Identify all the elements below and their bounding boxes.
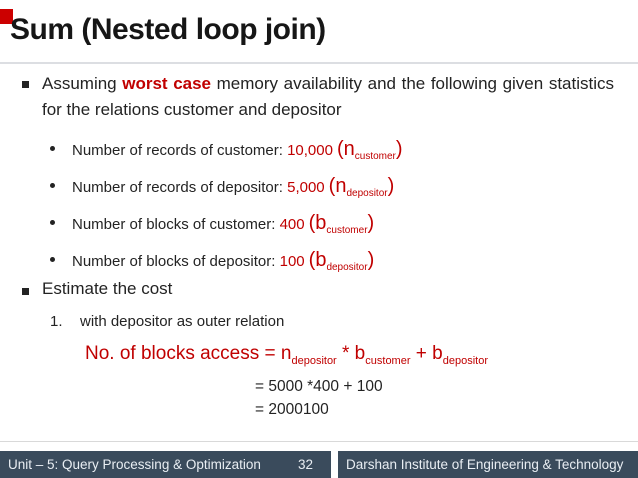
footer-institute-text: Darshan Institute of Engineering & Techn… (346, 457, 624, 472)
close-paren: ) (367, 212, 375, 234)
estimate-step: 1. with depositor as outer relation (50, 313, 284, 330)
stat-symbol: n (335, 175, 347, 197)
open-paren: ( (308, 249, 316, 271)
bullet-dot-icon (50, 146, 55, 151)
stat-value-group: 400(bcustomer) (279, 212, 375, 236)
intro-paragraph: Assuming worst case memory availability … (42, 71, 614, 123)
stat-row-records-depositor: Number of records of depositor: 5,000(nd… (50, 174, 394, 206)
slide-accent-marker-icon (0, 9, 13, 24)
title-divider (0, 62, 638, 64)
stat-row-blocks-customer: Number of blocks of customer: 400(bcusto… (50, 211, 374, 243)
formula-subscript: depositor (442, 355, 489, 367)
stat-symbol: b (315, 212, 327, 234)
footer-institute-bar: Darshan Institute of Engineering & Techn… (338, 451, 638, 478)
bullet-dot-icon (50, 220, 55, 225)
stat-value-group: 100(bdepositor) (279, 249, 375, 273)
calculation-line: = 5000 *400 + 100 (255, 378, 383, 395)
bullet-dot-icon (50, 257, 55, 262)
stat-subscript: depositor (346, 188, 388, 199)
footer-unit-bar: Unit – 5: Query Processing & Optimizatio… (0, 451, 331, 478)
formula-lead: No. of blocks access = n (85, 343, 292, 364)
stat-symbol: b (315, 249, 327, 271)
stat-symbol: n (343, 138, 355, 160)
cost-formula: No. of blocks access = ndepositor * bcus… (85, 343, 488, 367)
estimate-heading: Estimate the cost (42, 279, 173, 298)
footer-unit-text: Unit – 5: Query Processing & Optimizatio… (8, 457, 261, 472)
stat-value: 5,000 (287, 179, 325, 196)
intro-text-pre: Assuming (42, 74, 123, 93)
step-number: 1. (50, 313, 63, 330)
stat-subscript: depositor (326, 262, 368, 273)
formula-subscript: customer (365, 355, 411, 367)
bullet-square-icon (22, 288, 29, 295)
stat-row-blocks-depositor: Number of blocks of depositor: 100(bdepo… (50, 248, 374, 280)
stat-value-group: 5,000(ndepositor) (287, 175, 394, 199)
stat-label: Number of blocks of depositor: (72, 253, 280, 270)
calculation-result: = 2000100 (255, 401, 329, 418)
bullet-square-icon (22, 81, 29, 88)
stat-label: Number of records of customer: (72, 142, 288, 159)
page-number: 32 (297, 457, 313, 472)
stat-label: Number of records of depositor: (72, 179, 288, 196)
formula-operator: + b (410, 343, 443, 364)
intro-highlight: worst case (122, 74, 212, 93)
open-paren: ( (336, 138, 344, 160)
intro-text-post: memory availability and the following gi… (42, 74, 614, 119)
stat-value: 400 (279, 216, 305, 233)
close-paren: ) (395, 138, 403, 160)
stat-value: 10,000 (287, 142, 333, 159)
formula-subscript: depositor (291, 355, 337, 367)
stat-subscript: customer (326, 225, 368, 236)
stat-subscript: customer (354, 151, 396, 162)
footer-divider (0, 441, 638, 442)
stat-label: Number of blocks of customer: (72, 216, 280, 233)
open-paren: ( (328, 175, 336, 197)
close-paren: ) (367, 249, 375, 271)
page-title: Sum (Nested loop join) (10, 13, 326, 46)
step-text: with depositor as outer relation (80, 313, 285, 330)
formula-operator: * b (336, 343, 366, 364)
close-paren: ) (387, 175, 395, 197)
stat-row-records-customer: Number of records of customer: 10,000(nc… (50, 137, 403, 169)
stat-value: 100 (279, 253, 305, 270)
stat-value-group: 10,000(ncustomer) (287, 138, 402, 162)
bullet-dot-icon (50, 183, 55, 188)
open-paren: ( (308, 212, 316, 234)
